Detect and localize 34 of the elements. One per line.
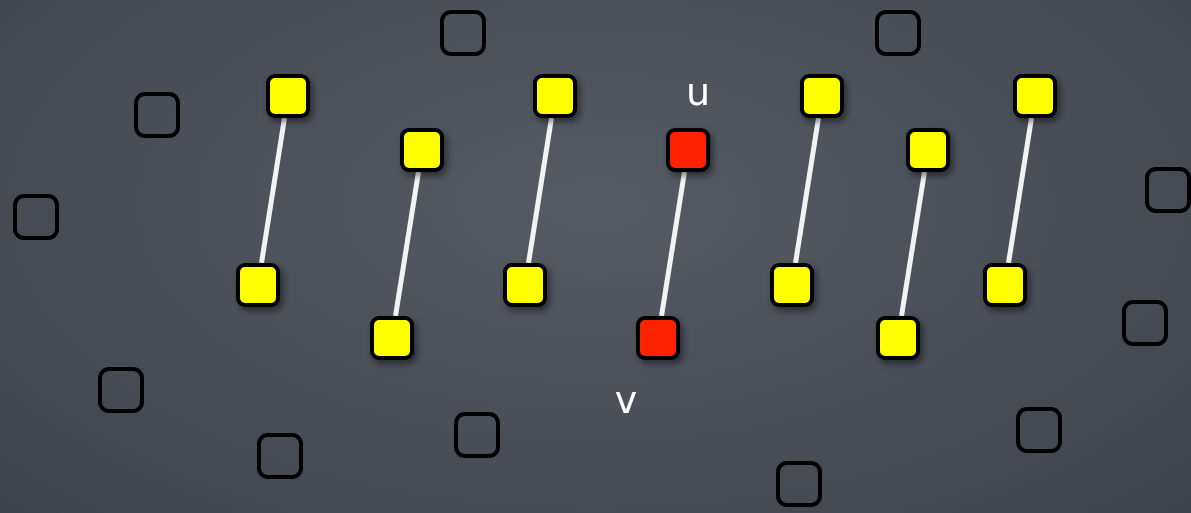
vertex-label: u: [685, 73, 711, 111]
vertex-square: [876, 316, 920, 360]
vertex-label: v: [614, 381, 638, 419]
vertex-square: [636, 316, 680, 360]
empty-square: [1122, 300, 1168, 346]
empty-square: [98, 367, 144, 413]
vertex-square: [983, 263, 1027, 307]
empty-square: [13, 194, 59, 240]
vertex-square: [770, 263, 814, 307]
connector-line: [659, 171, 687, 317]
empty-square: [134, 92, 180, 138]
vertex-square: [236, 263, 280, 307]
vertex-square: [1013, 74, 1057, 118]
connector-line: [393, 171, 421, 317]
connector-line: [899, 171, 927, 317]
vertex-square: [533, 74, 577, 118]
vertex-square: [906, 128, 950, 172]
vertex-square: [503, 263, 547, 307]
empty-square: [875, 10, 921, 56]
empty-square: [1016, 407, 1062, 453]
empty-square: [257, 433, 303, 479]
empty-square: [454, 412, 500, 458]
vertex-square: [800, 74, 844, 118]
vertex-square: [266, 74, 310, 118]
connector-line: [793, 117, 821, 264]
connector-line: [259, 117, 287, 264]
empty-square: [1145, 167, 1191, 213]
connector-line: [1006, 117, 1034, 264]
vertex-square: [666, 128, 710, 172]
connector-line: [526, 117, 554, 264]
vertex-square: [400, 128, 444, 172]
vertex-square: [370, 316, 414, 360]
empty-square: [440, 10, 486, 56]
empty-square: [776, 461, 822, 507]
